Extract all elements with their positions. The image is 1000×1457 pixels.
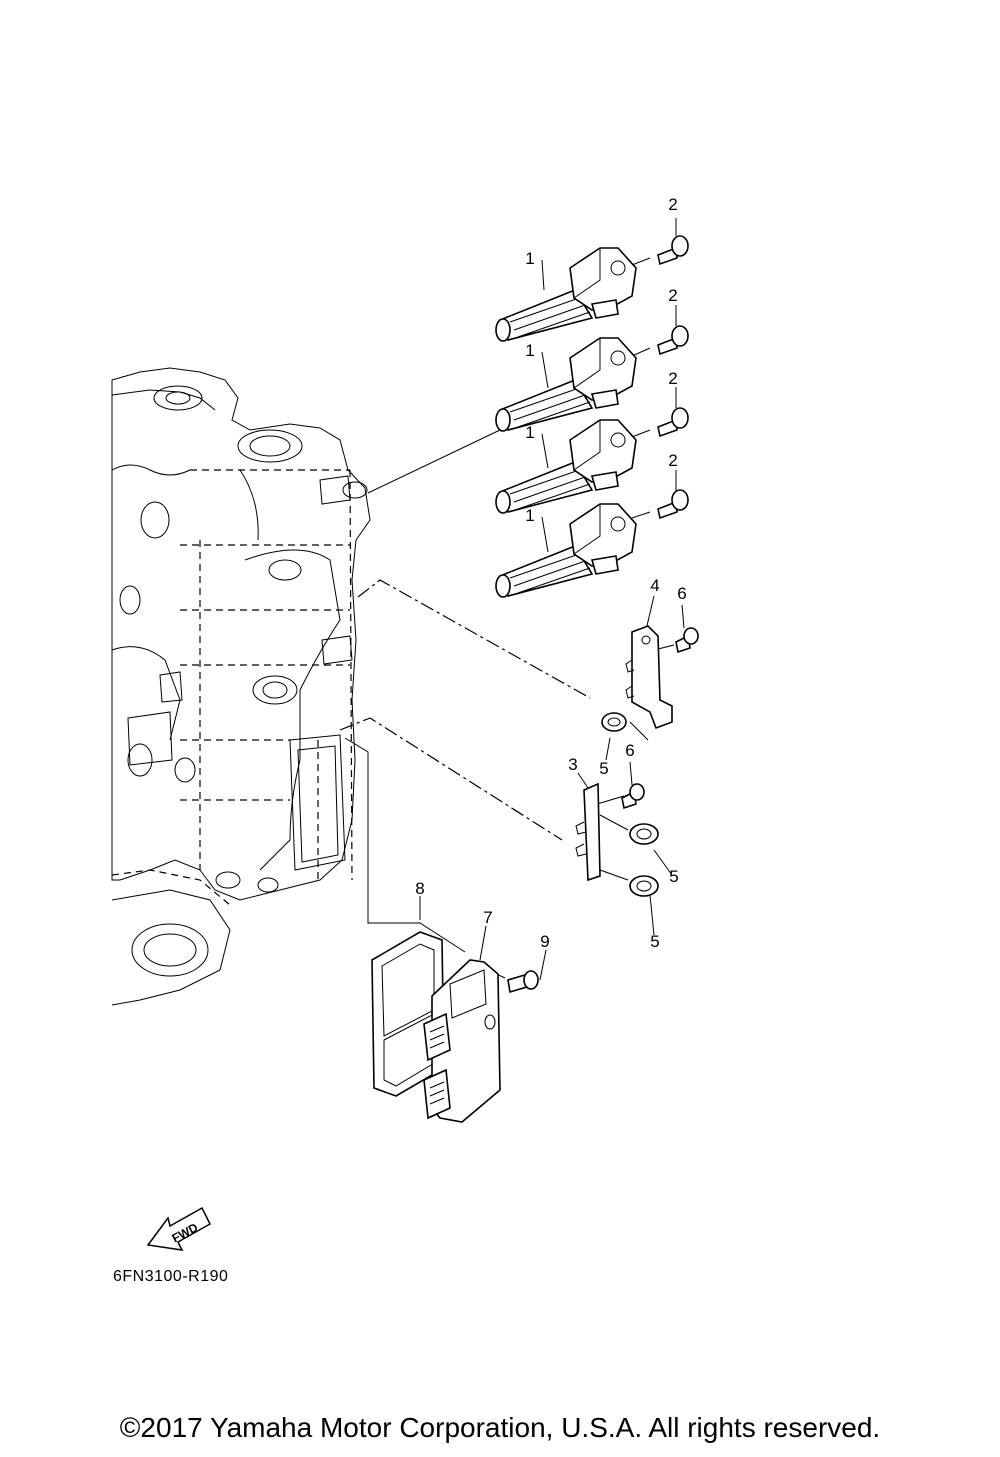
engine-block <box>111 367 371 1006</box>
clamp-5b <box>629 823 659 845</box>
bolt-2d <box>657 489 689 520</box>
callout-2: 2 <box>668 286 678 305</box>
callout-4: 4 <box>650 576 660 595</box>
callout-1: 1 <box>525 423 535 442</box>
callout-3: 3 <box>568 755 578 774</box>
callout-1: 1 <box>525 506 535 525</box>
bolt-6a <box>675 627 699 654</box>
clamp-5c <box>629 875 659 897</box>
callout-1: 1 <box>525 249 535 268</box>
callout-6: 6 <box>625 741 635 760</box>
bolt-2b <box>657 325 689 356</box>
callout-5: 5 <box>650 932 660 951</box>
callout-5: 5 <box>599 759 609 778</box>
copyright-notice: ©2017 Yamaha Motor Corporation, U.S.A. A… <box>119 1412 881 1443</box>
clamp-5a <box>601 712 627 732</box>
ignition-coil-3 <box>495 419 637 514</box>
callout-6: 6 <box>677 584 687 603</box>
ecu-module-7 <box>423 959 501 1123</box>
callout-8: 8 <box>415 879 425 898</box>
fwd-arrow-icon: FWD <box>146 1206 211 1251</box>
callout-7: 7 <box>483 908 493 927</box>
bolt-2a <box>657 235 689 266</box>
bracket-4 <box>625 625 673 730</box>
bracket-3 <box>575 782 601 882</box>
bolt-6b <box>621 783 645 810</box>
ignition-coil-4 <box>495 503 637 598</box>
callout-9: 9 <box>540 932 550 951</box>
callout-2: 2 <box>668 369 678 388</box>
ignition-coil-1 <box>495 247 637 342</box>
bolt-9 <box>507 970 539 994</box>
bolt-2c <box>657 407 689 438</box>
callout-2: 2 <box>668 195 678 214</box>
callout-5: 5 <box>669 867 679 886</box>
callout-1: 1 <box>525 341 535 360</box>
ignition-coil-2 <box>495 337 637 432</box>
diagram-code: 6FN3100-R190 <box>113 1268 229 1285</box>
callout-2: 2 <box>668 451 678 470</box>
